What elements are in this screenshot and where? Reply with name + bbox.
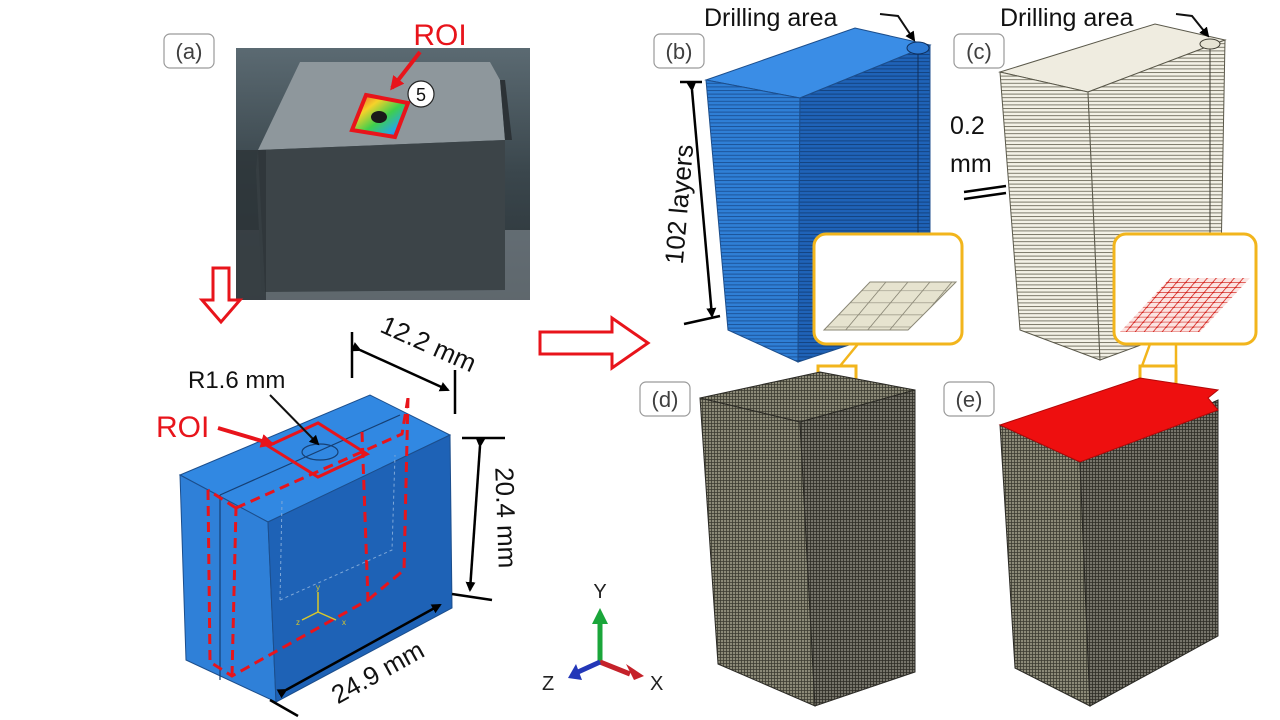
svg-text:(b): (b) xyxy=(666,39,693,64)
svg-text:102 layers: 102 layers xyxy=(659,143,699,265)
panel-label-d: (d) xyxy=(639,381,691,417)
panel-a-photo: 5 xyxy=(236,48,530,300)
axis-triad-icon: Y X Z xyxy=(542,581,663,695)
radius-arrow xyxy=(269,394,320,446)
drilling-area-arrow-c xyxy=(1175,13,1210,38)
svg-text:z: z xyxy=(296,618,300,627)
svg-text:(e): (e) xyxy=(956,387,983,412)
down-arrow xyxy=(198,266,244,325)
dim-height: 20.4 mm xyxy=(451,436,523,602)
layer-thickness-unit: mm xyxy=(950,150,992,178)
panel-label-e: (e) xyxy=(943,381,995,417)
svg-text:12.2 mm: 12.2 mm xyxy=(376,310,481,379)
zoom-inset-b xyxy=(812,232,964,388)
svg-text:Z: Z xyxy=(542,673,554,695)
right-arrow xyxy=(538,315,651,371)
panel-label-a: (a) xyxy=(163,33,215,69)
svg-text:x: x xyxy=(342,618,346,627)
panel-label-b: (b) xyxy=(653,33,705,69)
marker-number: 5 xyxy=(416,85,426,105)
roi-label-model: ROI xyxy=(156,411,209,444)
roi-arrow-model xyxy=(217,426,275,448)
panel-label-c: (c) xyxy=(953,33,1005,69)
drilling-area-label-b: Drilling area xyxy=(704,4,837,32)
svg-text:Y: Y xyxy=(593,581,606,603)
radius-label: R1.6 mm xyxy=(188,367,285,394)
panel-e-mesh-top-surface xyxy=(998,377,1220,707)
drilling-area-label-c: Drilling area xyxy=(1000,4,1133,32)
zoom-inset-c xyxy=(1112,232,1258,386)
svg-text:y: y xyxy=(316,583,320,592)
svg-text:20.4 mm: 20.4 mm xyxy=(489,467,523,569)
svg-text:(d): (d) xyxy=(652,387,679,412)
layer-thickness-value: 0.2 xyxy=(950,112,985,140)
drilling-area-arrow-b xyxy=(879,13,916,42)
svg-text:(c): (c) xyxy=(966,39,992,64)
svg-text:X: X xyxy=(650,673,663,695)
panel-d-mesh xyxy=(699,371,916,707)
svg-text:(a): (a) xyxy=(176,39,203,64)
roi-arrow-photo xyxy=(390,50,422,91)
layer-thickness-marks xyxy=(963,184,1007,201)
roi-label-photo: ROI xyxy=(413,19,466,52)
